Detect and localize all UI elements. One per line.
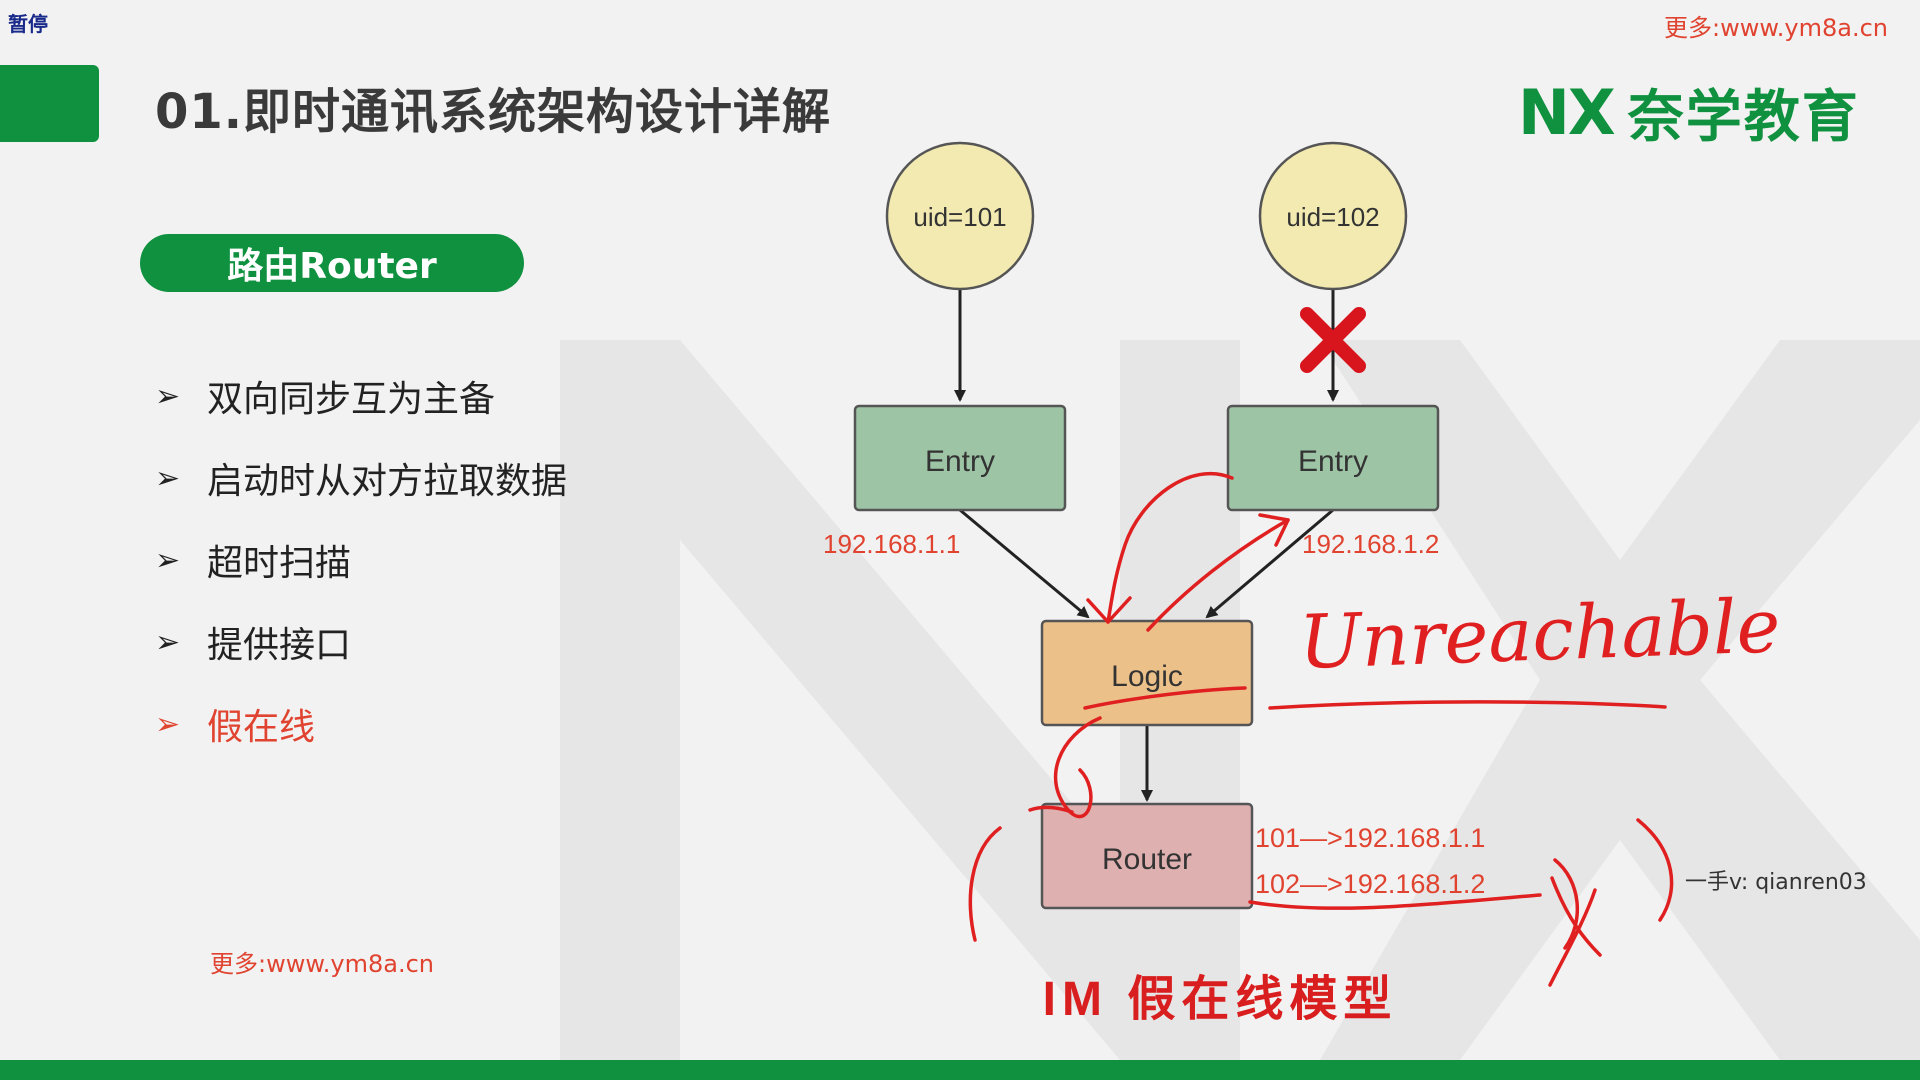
bullet-text: 假在线 [207, 707, 316, 748]
entry-node-1 [853, 404, 1067, 512]
title-accent-block [0, 65, 99, 142]
user-node-101 [885, 141, 1035, 291]
handwritten-unreachable: Unreachable [1298, 583, 1782, 686]
brand-name: 奈学教育 [1627, 85, 1860, 150]
brand-mark-icon: NX [1518, 76, 1616, 149]
brand-logo: NX 奈学教育 [1518, 72, 1860, 153]
entry-node-label: Entry [1298, 445, 1368, 478]
bullet-item: ➢ 超时扫描 [155, 519, 567, 601]
edge-entry1-logic [959, 508, 1090, 619]
router-node [1040, 802, 1254, 910]
user-node-label: uid=101 [913, 202, 1006, 232]
logic-node-label: Logic [1111, 660, 1183, 693]
bullet-text: 超时扫描 [207, 543, 352, 584]
bullet-item: ➢ 启动时从对方拉取数据 [155, 437, 567, 519]
bullet-text: 启动时从对方拉取数据 [207, 461, 568, 502]
logic-node [1040, 619, 1254, 727]
pause-badge[interactable]: 暂停 [8, 12, 48, 36]
bullet-arrow-icon: ➢ [155, 624, 181, 660]
disconnected-cross-icon [1300, 307, 1366, 373]
contact-note: 一手v: qianren03 [1685, 870, 1867, 895]
ip-label-entry1: 192.168.1.1 [823, 529, 960, 559]
bullet-list: ➢ 双向同步互为主备 ➢ 启动时从对方拉取数据 ➢ 超时扫描 ➢ 提供接口 ➢ … [155, 355, 567, 765]
route-entry: 101—>192.168.1.1 [1255, 823, 1485, 853]
bullet-text: 双向同步互为主备 [207, 379, 496, 420]
edge-entry2-logic [1205, 508, 1334, 619]
top-website-link[interactable]: 更多:www.ym8a.cn [1664, 14, 1888, 42]
bottom-bar [0, 1060, 1920, 1080]
router-node-label: Router [1102, 843, 1192, 876]
entry-node-2 [1226, 404, 1440, 512]
bullet-arrow-icon: ➢ [155, 542, 181, 578]
bullet-item: ➢ 双向同步互为主备 [155, 355, 567, 437]
diagram-caption: IM 假在线模型 [1043, 973, 1398, 1026]
ip-label-entry2: 192.168.1.2 [1302, 529, 1439, 559]
bullet-item-active: ➢ 假在线 [155, 683, 567, 765]
bullet-text: 提供接口 [207, 625, 352, 666]
section-heading-pill: 路由Router [140, 234, 524, 292]
handwritten-annotations [968, 471, 1674, 987]
route-entry: 102—>192.168.1.2 [1255, 869, 1485, 899]
page-title: 01.即时通讯系统架构设计详解 [155, 84, 832, 140]
entry-node-label: Entry [925, 445, 995, 478]
bottom-website-link[interactable]: 更多:www.ym8a.cn [210, 950, 434, 978]
bullet-item: ➢ 提供接口 [155, 601, 567, 683]
user-node-label: uid=102 [1286, 202, 1379, 232]
bullet-arrow-icon: ➢ [155, 378, 181, 414]
bullet-arrow-icon: ➢ [155, 706, 181, 742]
user-node-102 [1258, 141, 1408, 291]
bullet-arrow-icon: ➢ [155, 460, 181, 496]
